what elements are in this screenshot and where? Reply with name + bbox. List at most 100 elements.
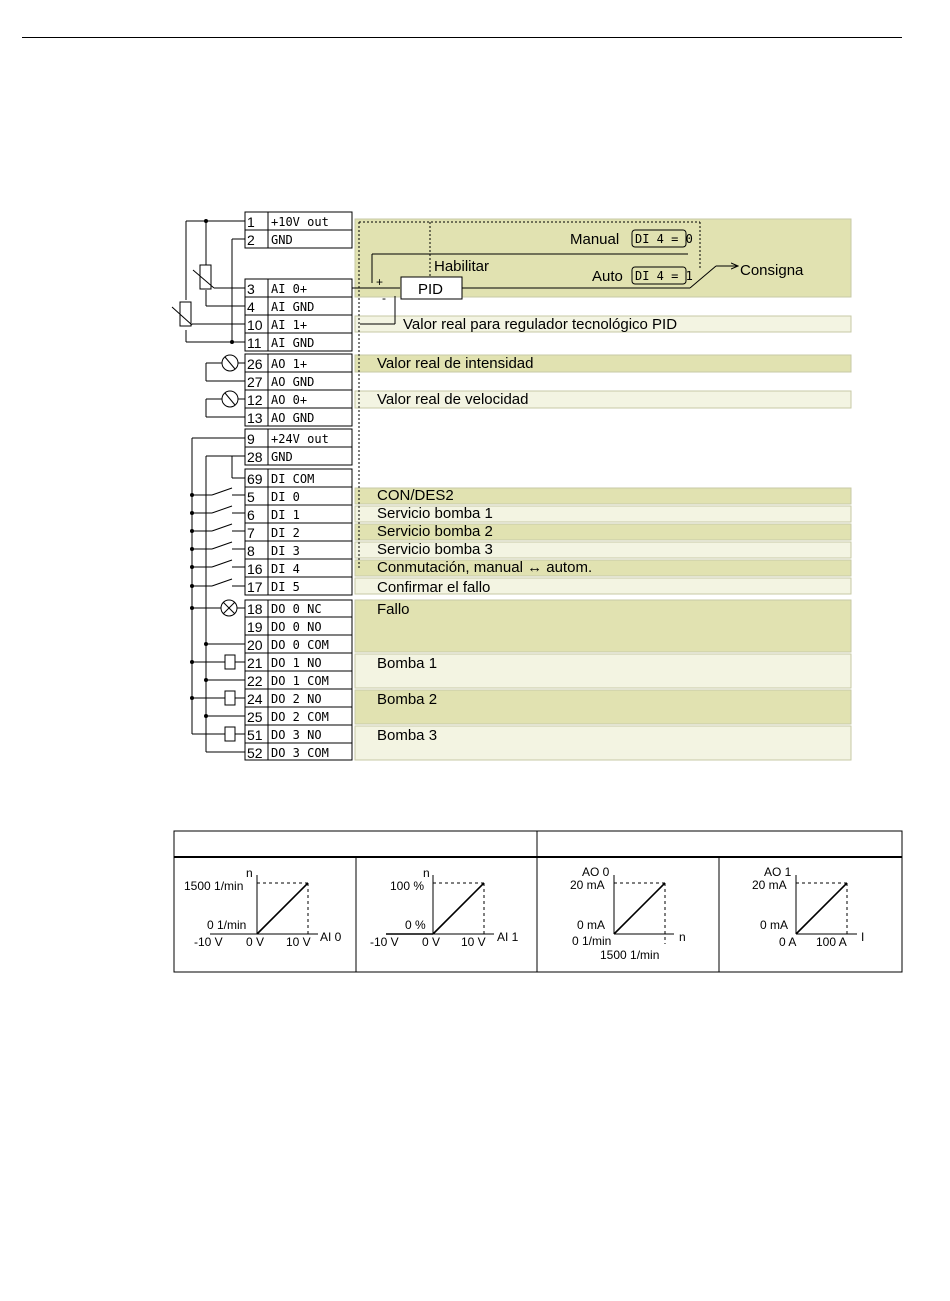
terminal-label: AO 0+ [271, 393, 307, 407]
terminal-number: 10 [247, 317, 263, 333]
terminal-number: 2 [247, 232, 255, 248]
band-di2 [354, 523, 852, 541]
fn-di5: Confirmar el fallo [377, 579, 490, 596]
wiring-diagram: 1 +10V out 2 GND 3 AI 0+ 4 AI GND 10 AI … [171, 211, 852, 761]
pid-labels: PID Manual DI 4 = 0 Auto DI 4 = 1 Habili… [376, 231, 804, 305]
fn-di2: Servicio bomba 2 [377, 523, 493, 540]
fn-current-actual: Valor real de intensidad [377, 355, 534, 372]
terminal-label: +24V out [271, 432, 329, 446]
band-di3 [354, 541, 852, 559]
signal-paths [352, 221, 738, 568]
tick-label: 10 V [461, 935, 486, 949]
axis-label: AO 0 [582, 865, 610, 879]
pid-minus: - [382, 291, 386, 305]
fn-speed-actual: Valor real de velocidad [377, 391, 528, 408]
scaling-graph-ao0 [613, 875, 674, 944]
pid-box [400, 276, 463, 300]
tick-label: 100 % [390, 879, 424, 893]
axis-label: AI 0 [320, 930, 342, 944]
terminal-number: 1 [247, 214, 255, 230]
terminal-label: DI 2 [271, 526, 300, 540]
tick-label: 1500 1/min [600, 948, 659, 962]
terminal-number: 51 [247, 727, 263, 743]
band-pid-actual [354, 315, 852, 333]
terminal-number: 20 [247, 637, 263, 653]
tick-label: 0 mA [577, 918, 605, 932]
tick-label: 20 mA [570, 878, 605, 892]
relay-coil [224, 690, 236, 706]
band-di0 [354, 487, 852, 505]
external-wiring [171, 220, 245, 753]
terminal-label: DO 0 NC [271, 602, 322, 616]
terminal-number: 13 [247, 410, 263, 426]
lamp-symbol [220, 599, 238, 617]
band-pump1 [354, 653, 852, 689]
tick-label: -10 V [370, 935, 399, 949]
band-di1 [354, 505, 852, 523]
auto-condition: DI 4 = 1 [635, 269, 693, 283]
scaling-graph-ao1 [795, 875, 857, 935]
terminal-label: AI 1+ [271, 318, 307, 332]
fn-pid-actual: Valor real para regulador tecnológico PI… [403, 316, 677, 333]
pid-label: PID [418, 281, 443, 298]
fn-pump2: Bomba 2 [377, 691, 437, 708]
terminal-number: 7 [247, 525, 255, 541]
fn-di0: CON/DES2 [377, 487, 454, 504]
axis-label: n [423, 866, 430, 880]
terminal-label: DO 0 NO [271, 620, 322, 634]
tick-label: 0 % [405, 918, 426, 932]
terminal-number: 26 [247, 356, 263, 372]
terminal-label: AI GND [271, 336, 314, 350]
terminal-number: 24 [247, 691, 263, 707]
terminal-label: AO GND [271, 411, 314, 425]
terminal-label: GND [271, 233, 293, 247]
terminal-label: DI COM [271, 472, 314, 486]
tick-label: 0 1/min [207, 918, 246, 932]
relay-coil [224, 726, 236, 742]
terminal-label: AI GND [271, 300, 314, 314]
band-di4 [354, 559, 852, 577]
tick-label: 1500 1/min [184, 879, 243, 893]
terminal-label: DI 3 [271, 544, 300, 558]
scaling-graph-ai0 [210, 875, 318, 935]
terminal-number: 25 [247, 709, 263, 725]
terminal-label: DI 1 [271, 508, 300, 522]
axis-label: AO 1 [764, 865, 792, 879]
auto-label: Auto [592, 268, 623, 285]
terminal-label: DO 1 COM [271, 674, 329, 688]
terminal-number: 22 [247, 673, 263, 689]
manual-condition: DI 4 = 0 [635, 232, 693, 246]
header-rule [22, 37, 902, 38]
terminal-number: 69 [247, 471, 263, 487]
terminal-number: 11 [247, 335, 262, 351]
band-di5 [354, 577, 852, 595]
terminal-number: 6 [247, 507, 255, 523]
axis-label: I [861, 930, 864, 944]
terminal-label: AO GND [271, 375, 314, 389]
fn-pump3: Bomba 3 [377, 727, 437, 744]
terminal-label: DO 1 NO [271, 656, 322, 670]
fn-pump1: Bomba 1 [377, 655, 437, 672]
terminal-label: DI 5 [271, 580, 300, 594]
terminal-label: DI 4 [271, 562, 300, 576]
fn-di1: Servicio bomba 1 [377, 505, 493, 522]
terminal-label: DO 2 COM [271, 710, 329, 724]
auto-cond-box [631, 266, 687, 285]
terminal-number: 18 [247, 601, 263, 617]
terminal-label: AO 1+ [271, 357, 307, 371]
scaling-graph-ai1 [386, 875, 494, 935]
band-pump3 [354, 725, 852, 761]
terminal-number: 3 [247, 281, 255, 297]
tick-label: 0 V [422, 935, 440, 949]
terminal-label: GND [271, 450, 293, 464]
wiring-junctions [190, 219, 234, 718]
axis-label: AI 1 [497, 930, 519, 944]
terminal-label: DO 3 NO [271, 728, 322, 742]
fn-fault: Fallo [377, 601, 410, 618]
terminal-label: DO 3 COM [271, 746, 329, 760]
terminal-number: 27 [247, 374, 263, 390]
manual-cond-box [631, 229, 687, 248]
tick-label: 0 1/min [572, 934, 611, 948]
band-pump2 [354, 689, 852, 725]
tick-label: 0 mA [760, 918, 788, 932]
